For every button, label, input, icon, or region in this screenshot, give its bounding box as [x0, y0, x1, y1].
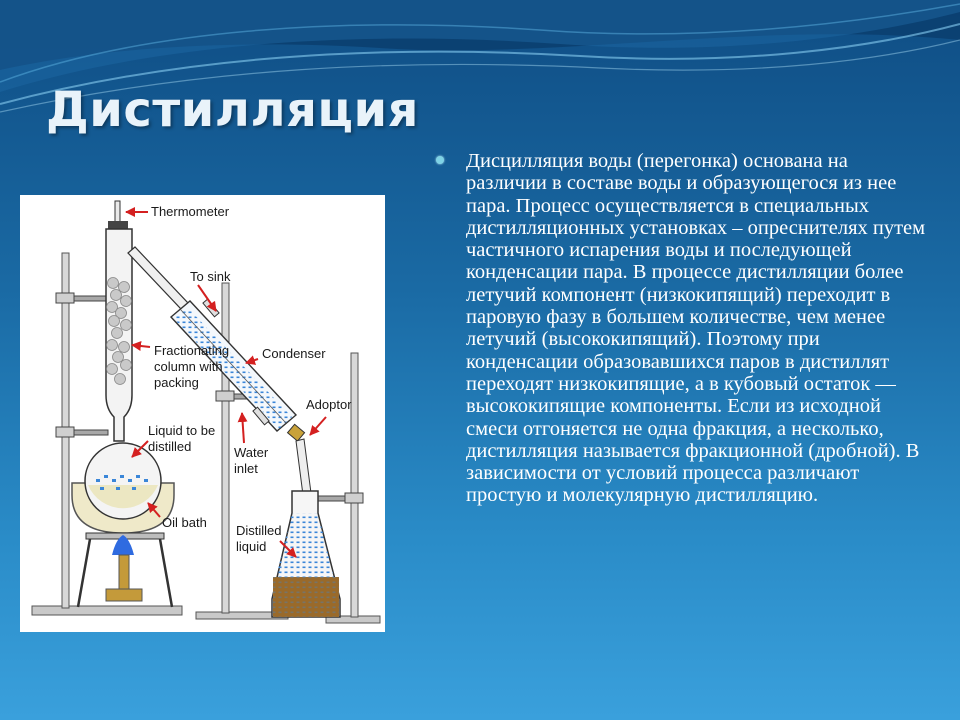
arrow-to-sink	[197, 284, 217, 312]
label-condenser: Condenser	[262, 346, 326, 361]
label-to-sink: To sink	[190, 269, 231, 284]
adaptor-tube	[295, 438, 312, 496]
arrow-liquid	[131, 440, 149, 458]
clamp-receiver	[344, 492, 364, 504]
clamp-bottom	[55, 426, 75, 438]
label-fractionating-2: column with	[154, 359, 223, 374]
adaptor-joint	[286, 423, 306, 442]
slide-title: Дистилляция	[46, 82, 419, 138]
label-fractionating-3: packing	[154, 375, 199, 390]
label-liquid-1: Liquid to be	[148, 423, 215, 438]
label-thermometer: Thermometer	[151, 204, 230, 219]
label-oil-bath: Oil bath	[162, 515, 207, 530]
tripod-leg-right	[158, 538, 174, 608]
burner-base	[105, 588, 143, 602]
decorative-waves	[0, 0, 960, 113]
boiling-bubbles	[96, 475, 148, 490]
arrow-distilled	[279, 540, 297, 558]
label-adaptor: Adoptor	[306, 397, 352, 412]
burner-body	[118, 554, 130, 590]
stand-rod-middle	[221, 282, 230, 614]
clamp-top	[55, 292, 75, 304]
arrow-adaptor	[309, 416, 327, 436]
body-text-block: Дисцилляция воды (перегонка) основана на…	[436, 150, 926, 507]
column-packing	[106, 277, 132, 385]
stand-base-left	[31, 605, 183, 616]
label-liquid-2: distilled	[148, 439, 191, 454]
bullet-icon	[436, 156, 444, 164]
liquid-in-flask	[88, 485, 158, 509]
stopper	[108, 221, 128, 229]
label-distilled-1: Distilled	[236, 523, 282, 538]
label-water-2: inlet	[234, 461, 258, 476]
label-fractionating-1: Fractionating	[154, 343, 229, 358]
arrow-oil-bath	[147, 502, 161, 518]
clamp-arm-bottom	[73, 429, 109, 436]
distillation-diagram: Thermometer To sink Condenser Fractionat…	[20, 195, 385, 632]
stand-rod-right	[350, 352, 359, 618]
label-water-1: Water	[234, 445, 269, 460]
clamp-condenser	[215, 390, 235, 402]
arrow-condenser	[245, 355, 259, 365]
receiver-flask	[271, 490, 341, 618]
arrow-water-inlet	[237, 412, 248, 444]
tripod-leg-left	[76, 538, 92, 608]
side-arm	[127, 246, 189, 310]
body-paragraph: Дисцилляция воды (перегонка) основана на…	[466, 150, 926, 507]
label-distilled-2: liquid	[236, 539, 266, 554]
flame	[112, 535, 134, 555]
arrow-fractionating	[131, 341, 151, 351]
